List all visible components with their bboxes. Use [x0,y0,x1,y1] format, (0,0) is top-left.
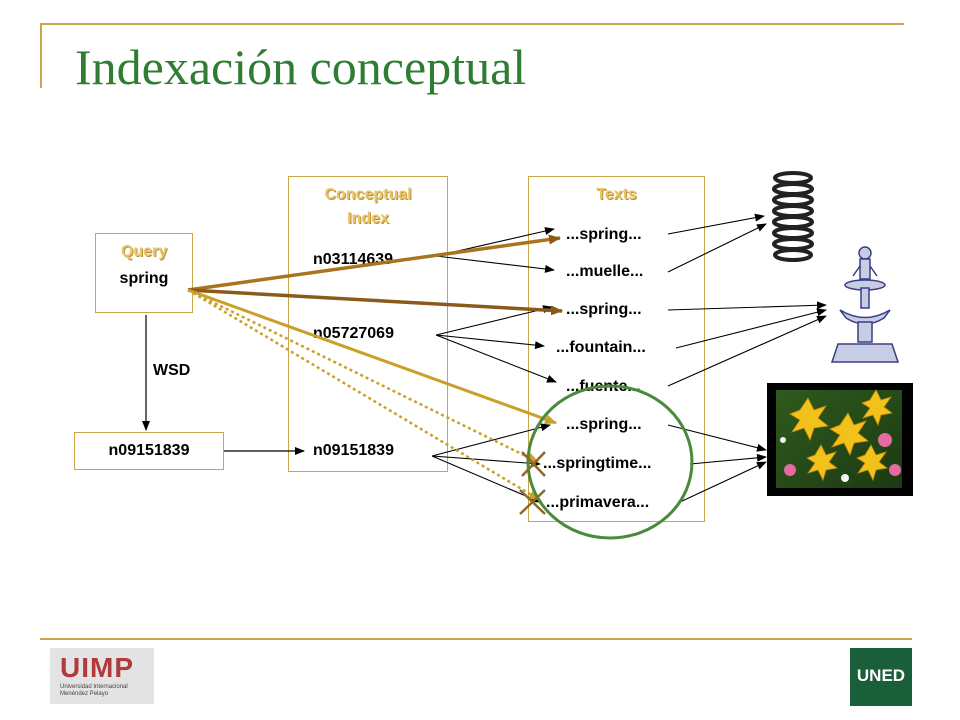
text-item: ...spring... [566,226,642,243]
text-item: ...muelle... [566,263,644,280]
conceptual-index-box: Conceptual Index [288,176,448,472]
query-text-dotted-arrow [187,288,541,502]
cross-mark [521,451,546,477]
cross-mark [519,489,546,515]
texts-header: Texts [596,186,637,203]
uimp-logo-subtext: Universidad Internacional Menéndez Pelay… [60,684,128,697]
text-image-arrow [667,213,765,235]
text-image-arrow [675,308,827,349]
query-term: spring [119,270,169,287]
query-text-arrow [187,288,557,425]
wsd-label: WSD [153,362,191,379]
left-decoration-line [40,24,42,88]
query-text-arrow [187,288,563,316]
text-item: ...fountain... [556,339,646,356]
text-item: ...spring... [566,416,642,433]
fountain-image [830,246,900,363]
conceptual-index-header-line2: Index [347,210,389,227]
uimp-logo-text: UIMP [60,652,134,683]
index-text-arrow [431,423,551,457]
query-text-dotted-arrow [187,288,539,464]
coil-spring-image [770,168,816,270]
uimp-logo: UIMP Universidad Internacional Menéndez … [50,648,154,704]
bottom-decoration-line [40,638,912,640]
index-sense: n09151839 [313,442,394,459]
index-text-arrow [435,255,555,273]
uned-logo: UNED [850,648,912,706]
disambiguated-sense: n09151839 [108,442,190,459]
text-image-arrow [689,453,767,465]
text-item: ...spring... [566,301,642,318]
index-sense: n05727069 [313,325,394,342]
top-decoration-line [40,23,904,25]
slide-title: Indexación conceptual [75,39,527,95]
text-image-arrow [667,301,827,311]
index-text-arrow [435,334,557,383]
text-image-arrow [667,223,767,273]
text-image-arrow [679,461,767,503]
text-item: ...springtime... [543,455,652,472]
text-image-arrow [667,315,827,387]
text-item: ...primavera... [546,494,650,511]
disambiguated-sense-box: n09151839 [74,432,224,470]
texts-box: Texts [528,176,705,522]
index-text-arrow [431,455,541,503]
flowers-image [767,383,913,496]
index-text-arrow [435,334,545,350]
query-text-arrow [187,234,561,292]
index-text-arrow [431,455,541,468]
highlight-circle [526,384,694,540]
index-text-arrow [435,305,553,336]
query-header: Query [120,243,168,260]
query-box: Query spring [95,233,193,313]
conceptual-index-header-line1: Conceptual [324,186,412,203]
uned-logo-text: UNED [856,666,906,685]
